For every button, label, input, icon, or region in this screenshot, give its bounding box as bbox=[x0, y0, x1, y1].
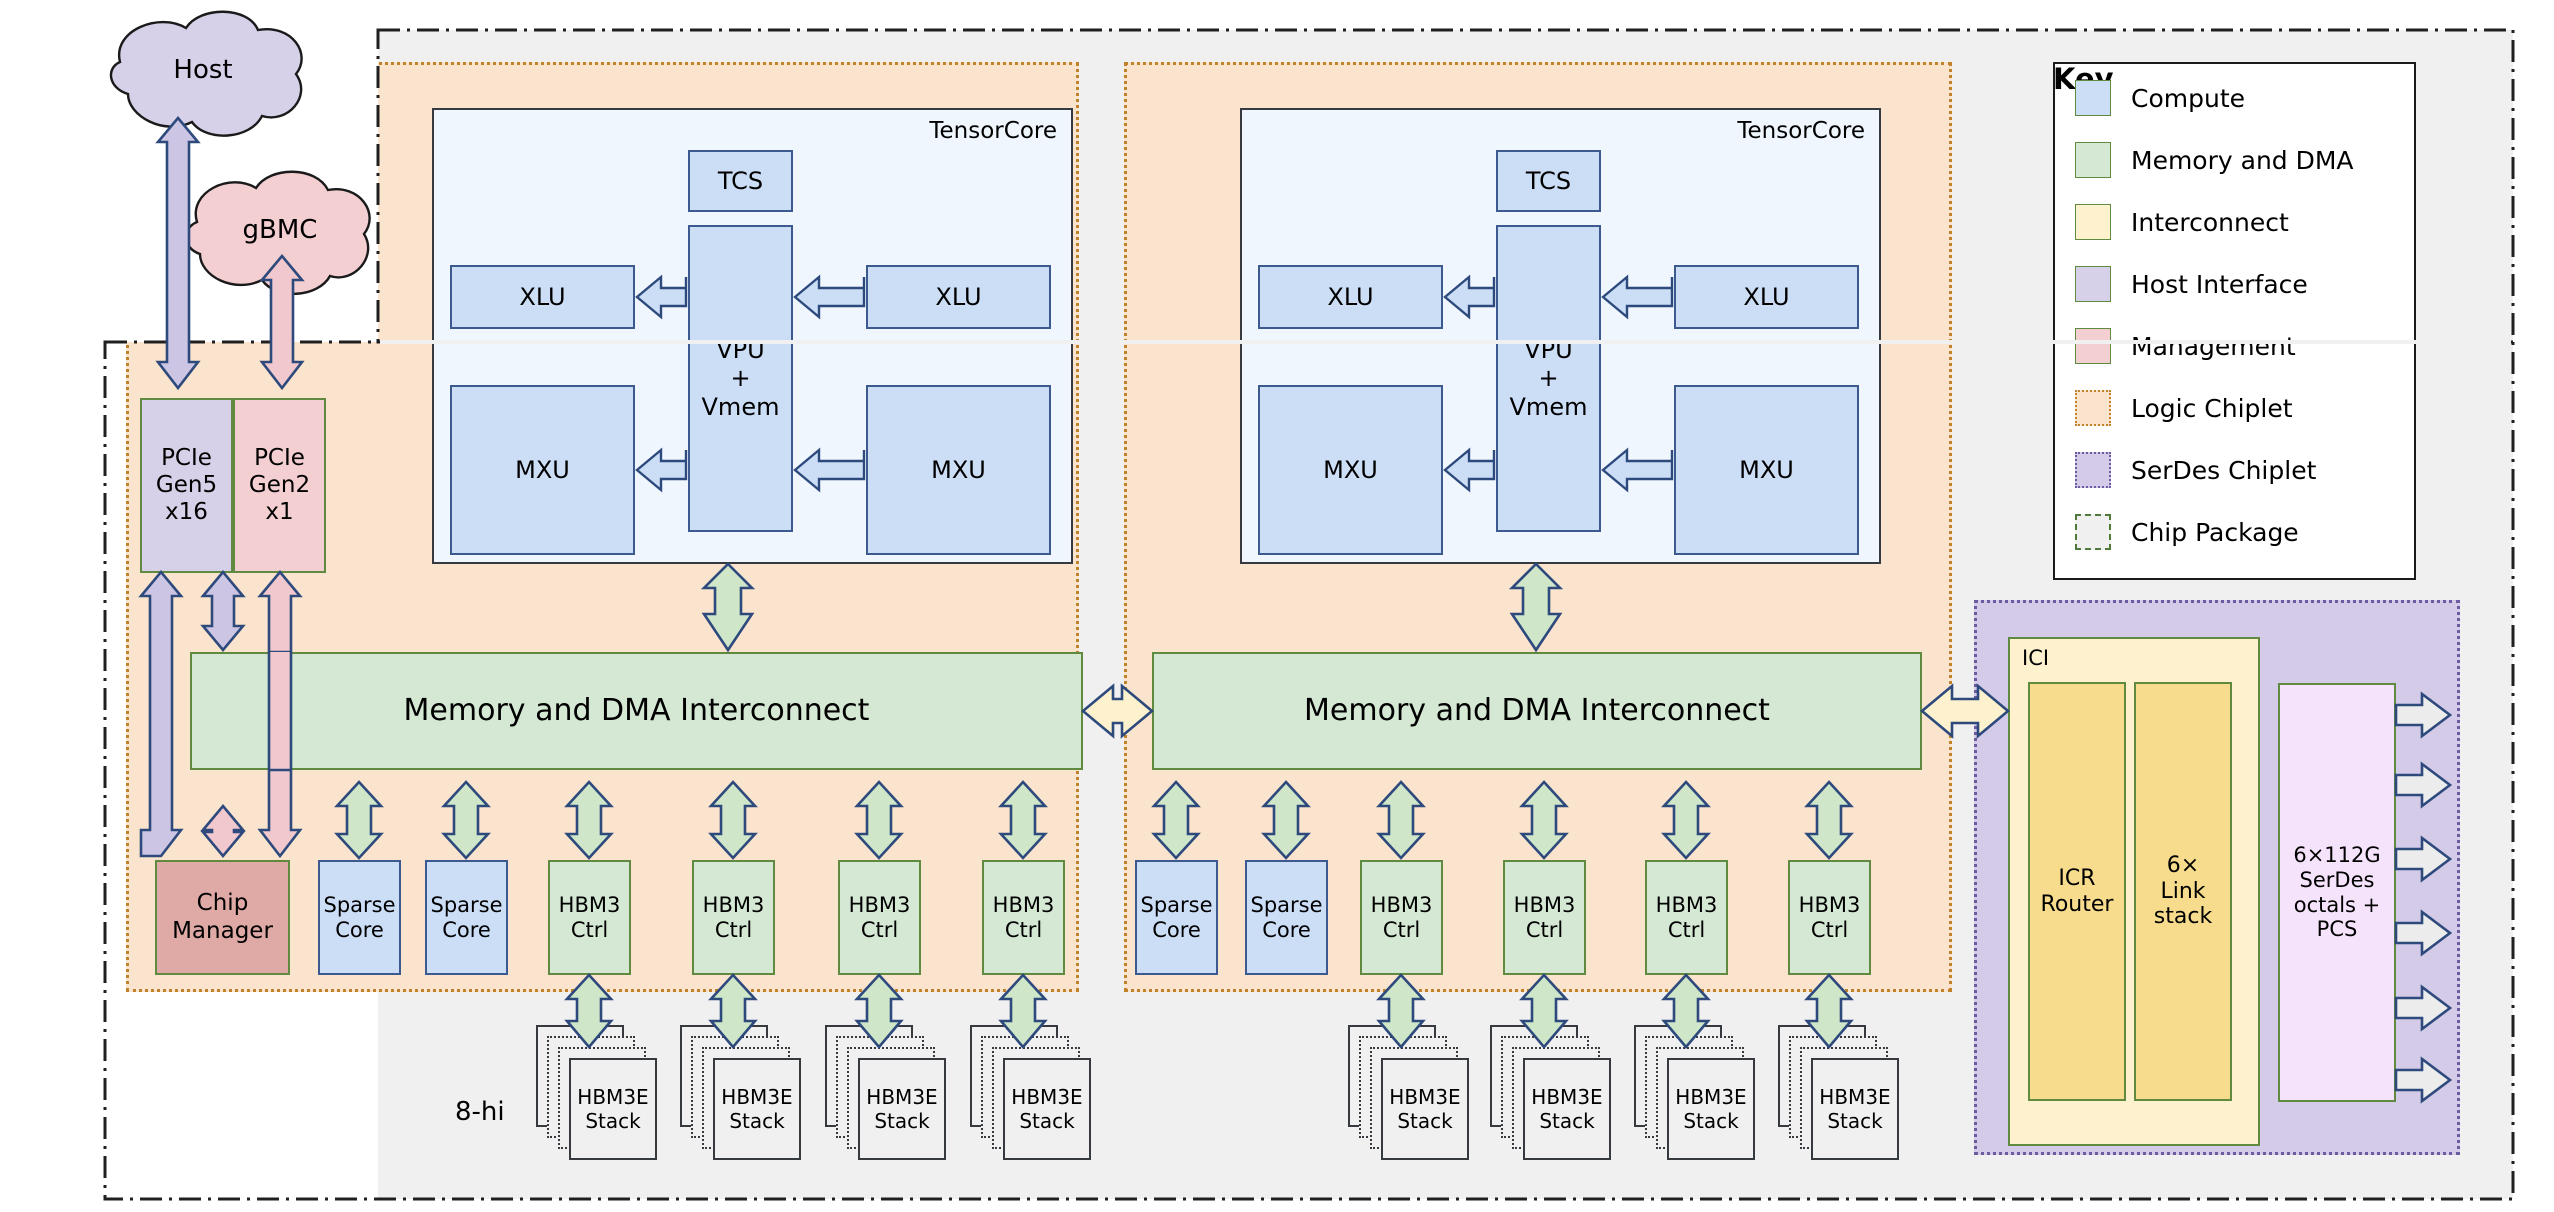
outside-package-strip bbox=[0, 0, 378, 342]
legend-item-logic-chiplet: Logic Chiplet bbox=[2075, 390, 2293, 426]
hbm3e-stack-group-5: HBM3E Stack bbox=[1348, 1025, 1469, 1165]
stack-layer-front: HBM3E Stack bbox=[1003, 1058, 1091, 1160]
pcie-gen2-block: PCIe Gen2 x1 bbox=[233, 398, 326, 573]
legend-label-chip-package: Chip Package bbox=[2131, 517, 2299, 547]
legend-label-interconnect: Interconnect bbox=[2131, 207, 2289, 237]
stack-layer-front: HBM3E Stack bbox=[713, 1058, 801, 1160]
legend-label-memory-dma: Memory and DMA bbox=[2131, 145, 2354, 175]
vpu-vmem-right: VPU + Vmem bbox=[1496, 225, 1601, 532]
legend-label-management: Management bbox=[2131, 331, 2296, 361]
legend-label-serdes-chiplet: SerDes Chiplet bbox=[2131, 455, 2317, 485]
legend-swatch-memory-dma bbox=[2075, 142, 2111, 178]
legend-label-host-interface: Host Interface bbox=[2131, 269, 2308, 299]
legend-swatch-compute bbox=[2075, 80, 2111, 116]
xlu-right-b: XLU bbox=[1674, 265, 1859, 329]
legend-item-memory-dma: Memory and DMA bbox=[2075, 142, 2354, 178]
xlu-left-b: XLU bbox=[866, 265, 1051, 329]
legend-label-compute: Compute bbox=[2131, 83, 2246, 113]
stack-layer-front: HBM3E Stack bbox=[1667, 1058, 1755, 1160]
tcs-left: TCS bbox=[688, 150, 793, 212]
icr-router: ICR Router bbox=[2028, 682, 2126, 1101]
mxu-right-a: MXU bbox=[1258, 385, 1443, 555]
hbm3-ctrl-6: HBM3 Ctrl bbox=[1503, 860, 1586, 975]
hbm3e-stack-group-4: HBM3E Stack bbox=[970, 1025, 1091, 1165]
legend-item-chip-package: Chip Package bbox=[2075, 514, 2299, 550]
hbm3-ctrl-7: HBM3 Ctrl bbox=[1645, 860, 1728, 975]
sparse-core-4: Sparse Core bbox=[1245, 860, 1328, 975]
hbm3-ctrl-8: HBM3 Ctrl bbox=[1788, 860, 1871, 975]
legend-label-logic-chiplet: Logic Chiplet bbox=[2131, 393, 2293, 423]
memory-dma-interconnect-left: Memory and DMA Interconnect bbox=[190, 652, 1083, 770]
legend-swatch-management bbox=[2075, 328, 2111, 364]
legend-swatch-chip-package bbox=[2075, 514, 2111, 550]
legend-item-serdes-chiplet: SerDes Chiplet bbox=[2075, 452, 2316, 488]
stack-layer-front: HBM3E Stack bbox=[858, 1058, 946, 1160]
serdes-octals-pcs: 6×112G SerDes octals + PCS bbox=[2278, 683, 2396, 1102]
legend-swatch-serdes-chiplet bbox=[2075, 452, 2111, 488]
hbm3-ctrl-2: HBM3 Ctrl bbox=[692, 860, 775, 975]
hbm3e-stack-group-2: HBM3E Stack bbox=[680, 1025, 801, 1165]
stack-layer-front: HBM3E Stack bbox=[1381, 1058, 1469, 1160]
xlu-right-a: XLU bbox=[1258, 265, 1443, 329]
ici-group-label: ICI bbox=[2022, 646, 2050, 670]
hbm3-ctrl-4: HBM3 Ctrl bbox=[982, 860, 1065, 975]
mxu-left-a: MXU bbox=[450, 385, 635, 555]
legend-item-interconnect: Interconnect bbox=[2075, 204, 2289, 240]
hbm3e-stack-group-1: HBM3E Stack bbox=[536, 1025, 657, 1165]
vpu-vmem-left: VPU + Vmem bbox=[688, 225, 793, 532]
tensorcore-right-title: TensorCore bbox=[1737, 118, 1865, 144]
legend-item-compute: Compute bbox=[2075, 80, 2245, 116]
stack-layer-front: HBM3E Stack bbox=[1523, 1058, 1611, 1160]
pcie-gen5-block: PCIe Gen5 x16 bbox=[140, 398, 233, 573]
mxu-right-b: MXU bbox=[1674, 385, 1859, 555]
hbm-height-label: 8-hi bbox=[455, 1097, 505, 1127]
mxu-left-b: MXU bbox=[866, 385, 1051, 555]
hbm3-ctrl-1: HBM3 Ctrl bbox=[548, 860, 631, 975]
legend-item-host-interface: Host Interface bbox=[2075, 266, 2308, 302]
link-stack: 6× Link stack bbox=[2134, 682, 2232, 1101]
hbm3e-stack-group-7: HBM3E Stack bbox=[1634, 1025, 1755, 1165]
sparse-core-3: Sparse Core bbox=[1135, 860, 1218, 975]
sparse-core-2: Sparse Core bbox=[425, 860, 508, 975]
hbm3-ctrl-3: HBM3 Ctrl bbox=[838, 860, 921, 975]
tcs-right: TCS bbox=[1496, 150, 1601, 212]
stack-layer-front: HBM3E Stack bbox=[569, 1058, 657, 1160]
legend-swatch-host-interface bbox=[2075, 266, 2111, 302]
legend-item-management: Management bbox=[2075, 328, 2296, 364]
stack-layer-front: HBM3E Stack bbox=[1811, 1058, 1899, 1160]
hbm3-ctrl-5: HBM3 Ctrl bbox=[1360, 860, 1443, 975]
legend-title: Key bbox=[2053, 62, 2114, 96]
chip-manager: Chip Manager bbox=[155, 860, 290, 975]
legend-swatch-logic-chiplet bbox=[2075, 390, 2111, 426]
memory-dma-interconnect-right: Memory and DMA Interconnect bbox=[1152, 652, 1922, 770]
sparse-core-1: Sparse Core bbox=[318, 860, 401, 975]
hbm3e-stack-group-3: HBM3E Stack bbox=[825, 1025, 946, 1165]
legend-swatch-interconnect bbox=[2075, 204, 2111, 240]
tensorcore-left-title: TensorCore bbox=[929, 118, 1057, 144]
xlu-left-a: XLU bbox=[450, 265, 635, 329]
hbm3e-stack-group-6: HBM3E Stack bbox=[1490, 1025, 1611, 1165]
hbm3e-stack-group-8: HBM3E Stack bbox=[1778, 1025, 1899, 1165]
